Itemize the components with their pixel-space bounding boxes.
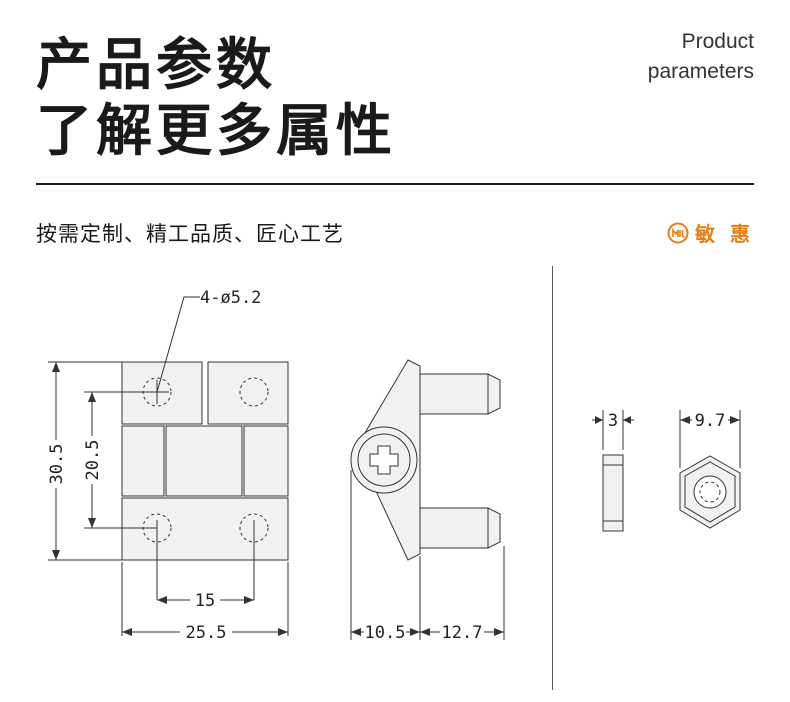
dim-nut-thickness: 3 — [608, 411, 618, 431]
dim-hole-spacing-horizontal: 15 — [195, 591, 215, 611]
brand-logo: 敏 惠 — [667, 218, 754, 247]
page-title-line1: 产品参数 — [36, 33, 276, 98]
nut-views — [592, 410, 741, 532]
side-view — [350, 359, 505, 640]
page-title-line2: 了解更多属性 — [36, 99, 396, 164]
header-divider — [36, 183, 754, 185]
dim-height-overall: 30.5 — [47, 444, 67, 485]
tagline: 按需定制、精工品质、匠心工艺 — [36, 222, 344, 246]
front-view — [48, 296, 289, 636]
dim-width-overall: 25.5 — [186, 623, 227, 643]
brand-name: 敏 惠 — [695, 222, 754, 246]
dim-hole-spec: 4-ø5.2 — [200, 288, 261, 308]
brand-mark-icon — [667, 222, 689, 243]
subtitle-en-line1: Product — [681, 30, 754, 53]
dim-side-depth: 10.5 — [365, 623, 406, 643]
dim-hole-spacing-vertical: 20.5 — [83, 440, 103, 481]
drawing-divider — [552, 266, 553, 690]
dim-nut-width: 9.7 — [695, 411, 726, 431]
subtitle-en-line2: parameters — [647, 60, 754, 83]
dim-pin-length: 12.7 — [442, 623, 483, 643]
